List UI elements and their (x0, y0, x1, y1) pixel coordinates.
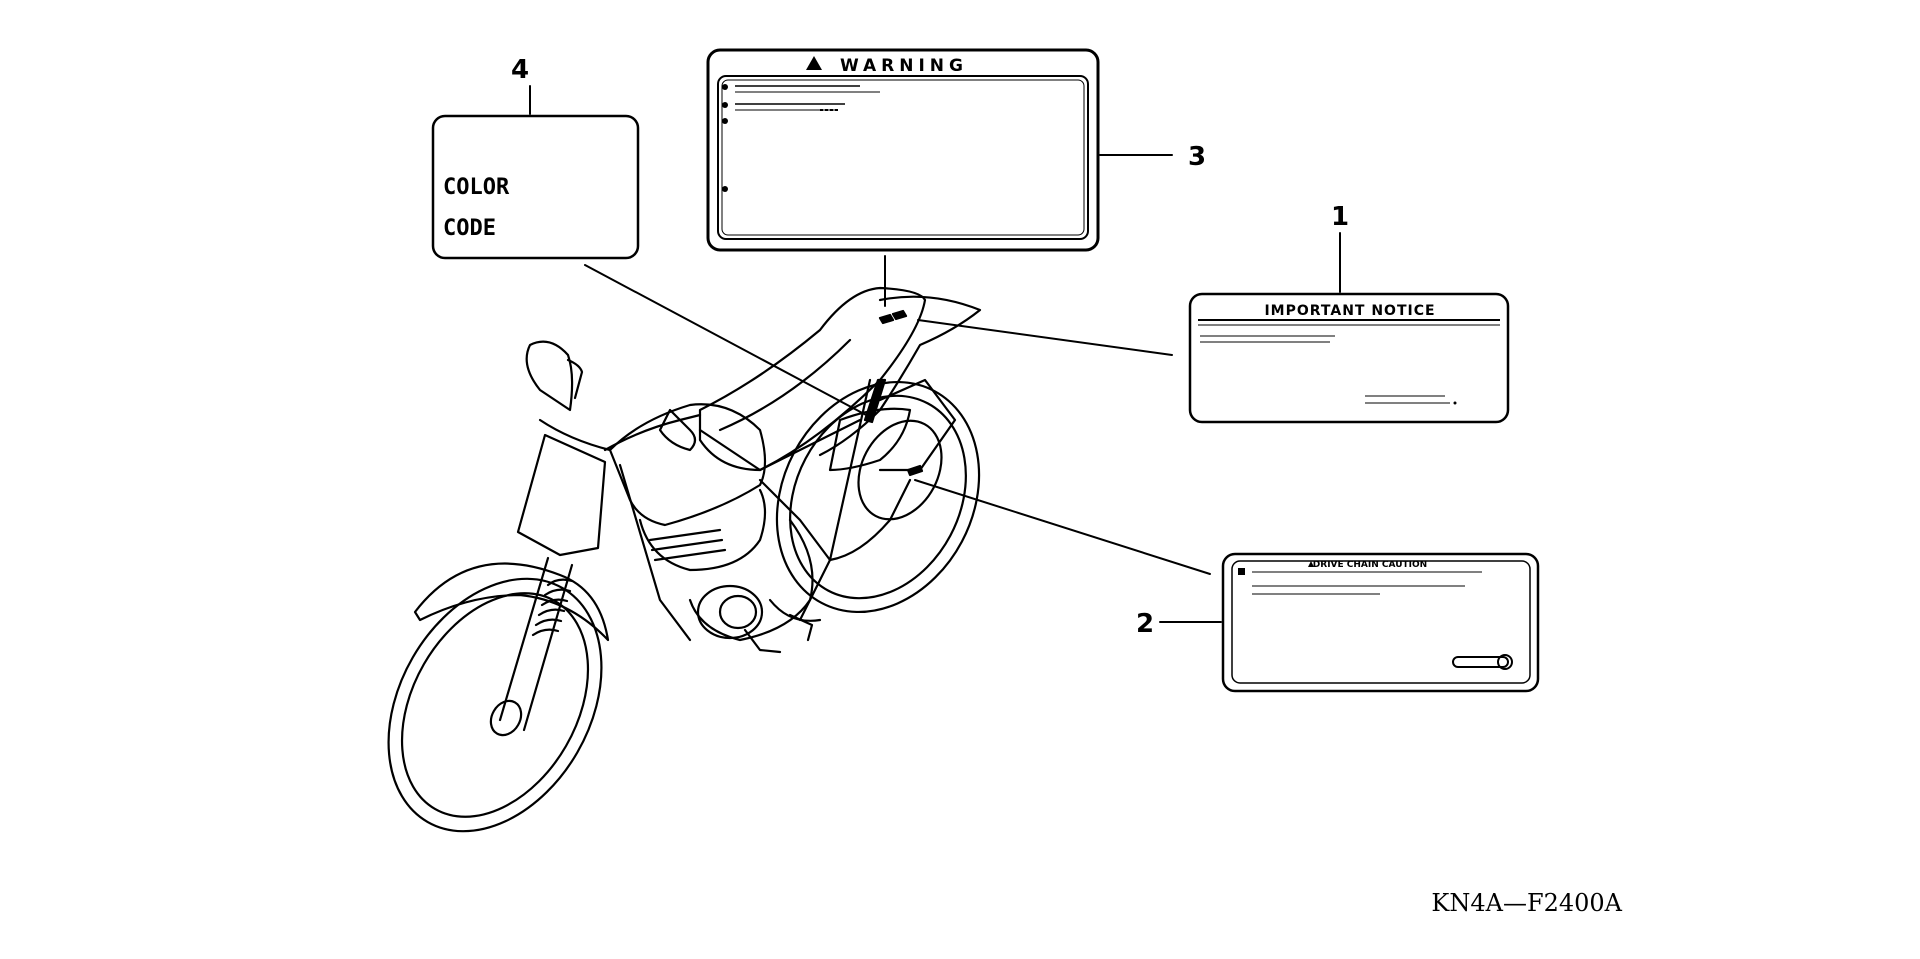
callout-1: 1 (1331, 202, 1349, 232)
color-label-line2: CODE (443, 216, 496, 241)
drive-chain-caution-label: DRIVE CHAIN CAUTION (1221, 552, 1540, 693)
warning-label: WARNING (706, 48, 1100, 252)
callout-4: 4 (511, 55, 529, 85)
warning-triangle-icon (806, 56, 822, 70)
diagram-code: KN4A—F2400A (1431, 889, 1622, 917)
callout-3: 3 (1188, 142, 1206, 172)
color-code-label: COLOR CODE (431, 114, 640, 260)
warning-title: WARNING (840, 56, 968, 76)
drive-chain-caution-title: DRIVE CHAIN CAUTION (1313, 560, 1427, 570)
color-label-line1: COLOR (443, 175, 510, 200)
motorcycle-illustration (387, 286, 982, 833)
important-notice-label: IMPORTANT NOTICE (1188, 292, 1510, 424)
callout-2: 2 (1136, 609, 1154, 639)
important-notice-title: IMPORTANT NOTICE (1264, 303, 1435, 319)
